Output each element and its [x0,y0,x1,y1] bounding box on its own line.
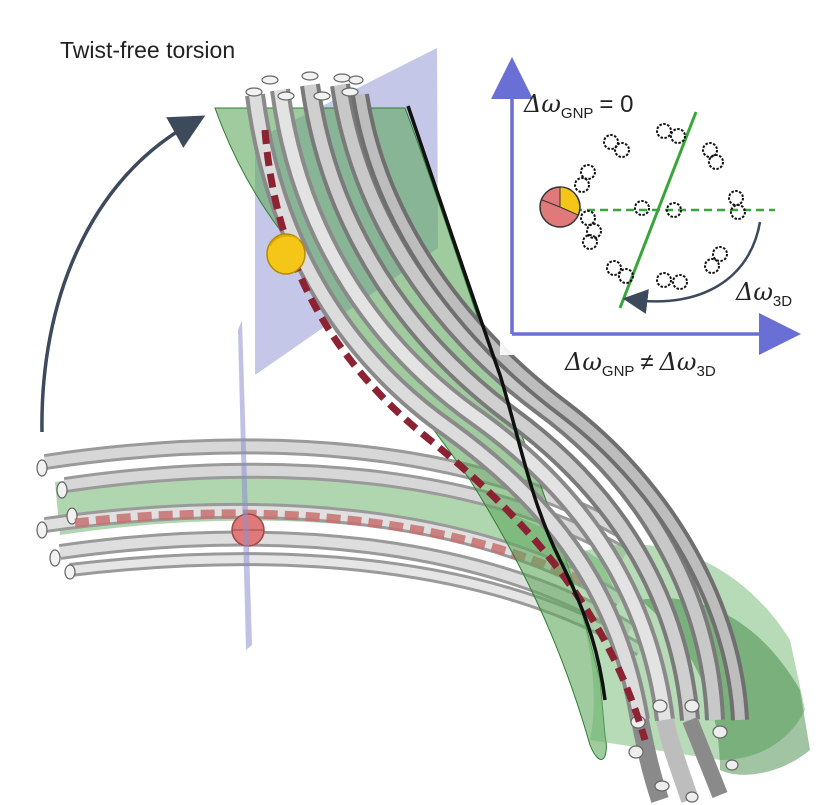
diagram-title: Twist-free torsion [60,37,235,63]
ineq-right-symbol: Δω [659,348,697,376]
vertical-plane [238,320,252,650]
gold-nanoparticle-icon [266,233,306,275]
gnp-equals: = 0 [599,91,633,118]
ineq-relation: ≠ [640,349,653,376]
twisted-tube-bundle [245,83,749,803]
flat-tube-caps [36,459,78,580]
twisted-tube-caps [245,71,364,101]
gnp-symbol: Δω [523,90,561,118]
rotated-axis-line [618,111,698,309]
ineq-left-symbol: Δω [564,348,602,376]
inequality-label: ΔωGNP≠Δω3D [564,348,716,380]
curved-arrow-icon [40,115,206,433]
3d-symbol: Δω [735,278,773,306]
gnp-subscript: GNP [561,105,594,122]
3d-subscript: 3D [773,293,792,310]
gnp-zero-label: ΔωGNP = 0 [523,90,633,122]
ineq-left-subscript: GNP [602,363,635,380]
twisted-ribbon [214,48,810,803]
3d-label: Δω3D [735,278,792,310]
ineq-right-subscript: 3D [697,363,716,380]
inset-panel: ΔωGNP= 0 Δω3D [491,57,801,355]
molecule-ring-icon [574,123,746,290]
split-nanoparticle-icon [539,186,581,228]
rotation-arrow-icon [622,221,762,314]
ribbon-edge [406,105,607,701]
